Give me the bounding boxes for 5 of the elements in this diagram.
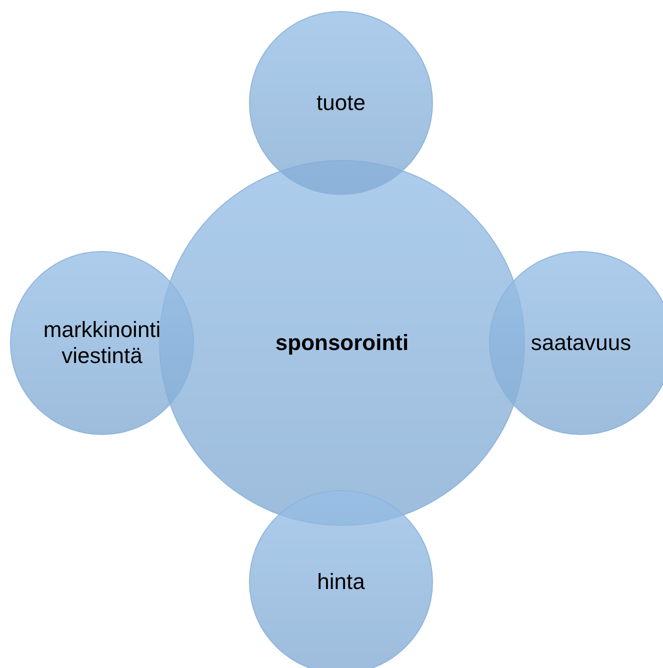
topic-label: hinta (317, 568, 365, 596)
topic-label: saatavuus (530, 330, 632, 356)
topic-label: markkinointiviestintä (42, 316, 162, 370)
central-label: sponsorointi (275, 330, 409, 356)
topic-label: tuote (316, 90, 366, 116)
